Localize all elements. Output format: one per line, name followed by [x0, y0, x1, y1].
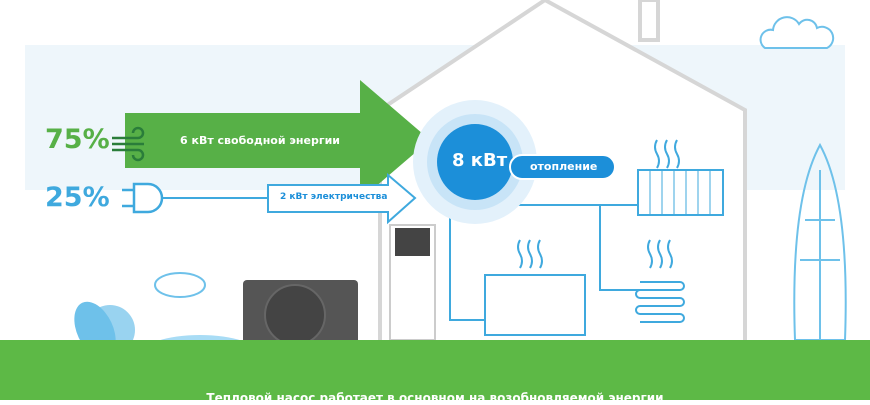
free-energy-percent: 75% — [45, 124, 110, 155]
output-power: 8 кВт — [452, 150, 508, 171]
cloud-icon — [759, 16, 835, 49]
underfloor-coil — [635, 281, 685, 323]
plug-icon — [122, 182, 164, 214]
grass — [0, 340, 870, 400]
tree — [800, 170, 840, 345]
electricity-label: 2 кВт электричества — [280, 192, 388, 202]
free-energy-label: 6 кВт свободной энергии — [180, 134, 341, 147]
radiator — [637, 169, 724, 216]
wind-icon — [112, 126, 145, 162]
caption: Тепловой насос работает в основном на во… — [206, 391, 664, 405]
fan-coil — [484, 274, 586, 336]
output-label: отопление — [530, 160, 598, 173]
output-circle — [437, 124, 513, 200]
free-energy-arrow — [125, 80, 430, 200]
electricity-arrow — [267, 172, 417, 225]
electricity-percent: 25% — [45, 182, 110, 213]
